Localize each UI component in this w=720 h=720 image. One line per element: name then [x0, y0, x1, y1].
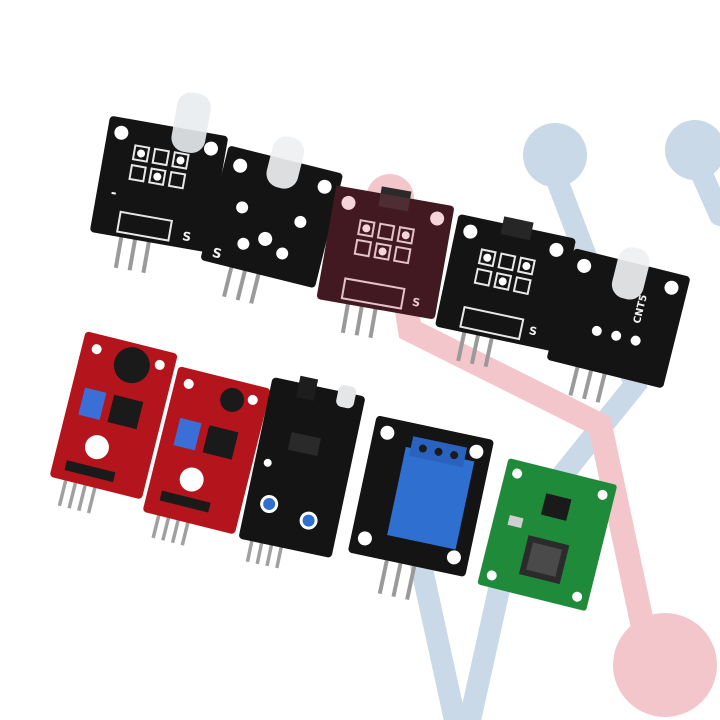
- svg-text:S: S: [528, 324, 539, 338]
- relay-module: [348, 415, 494, 600]
- silk-s-label: S: [210, 246, 223, 263]
- small-sound-sensor-module: [143, 366, 271, 546]
- svg-text:S: S: [411, 296, 421, 310]
- svg-text:S: S: [181, 229, 192, 244]
- photo-interrupter-module: S: [201, 136, 343, 304]
- hall-sensor-module: S: [316, 185, 455, 339]
- big-sound-sensor-module: [50, 331, 178, 514]
- ir-transmitter-module: S -: [90, 92, 228, 274]
- dc-buck-converter-module: [477, 458, 617, 611]
- obstacle-avoidance-module: [239, 375, 365, 569]
- ir-receiver-module: CNT5: [547, 247, 690, 403]
- silk-minus: -: [109, 185, 118, 202]
- temperature-sensor-module: S: [435, 214, 576, 368]
